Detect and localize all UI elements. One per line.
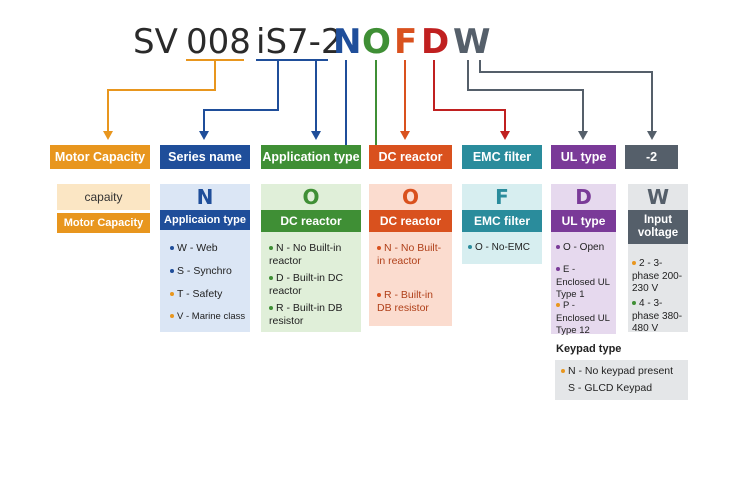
list-item: 2 - 3-phase 200-230 V: [632, 258, 683, 294]
list-item: O - Open: [556, 242, 614, 255]
header-series-name: Series name: [160, 145, 250, 169]
dc-column: O DC reactor N - No Built-in reactor R -…: [369, 184, 452, 326]
list-item: S - Synchro: [170, 265, 232, 278]
application-label: DC reactor: [261, 210, 361, 232]
capacity-top: capaity: [57, 184, 150, 210]
header-dc-reactor: DC reactor: [369, 145, 452, 169]
code-emc: F: [394, 22, 418, 62]
code-app: N: [333, 22, 362, 62]
code-capacity: 008: [186, 22, 251, 62]
emc-label: EMC filter: [462, 210, 542, 232]
capacity-label: Motor Capacity: [57, 213, 150, 233]
list-item: W - Web: [170, 242, 218, 255]
list-item: O - No-EMC: [468, 242, 530, 255]
list-item: E - Enclosed UL Type 1: [556, 264, 610, 300]
header-emc-filter: EMC filter: [462, 145, 542, 169]
list-item: N - No keypad present: [561, 365, 673, 378]
list-item: R - Built-in DB resistor: [269, 302, 343, 327]
list-item: D - Built-in DC reactor: [269, 272, 344, 297]
emc-letter: F: [495, 185, 509, 209]
capacity-column: capaity Motor Capacity: [57, 184, 150, 233]
ul-label: UL type: [551, 210, 616, 232]
ul-column: D UL type O - Open E - Enclosed UL Type …: [551, 184, 616, 336]
series-letter: N: [196, 185, 214, 209]
ul-letter: D: [575, 185, 592, 209]
dc-letter: O: [401, 185, 419, 209]
emc-column: F EMC filter O - No-EMC: [462, 184, 542, 264]
application-letter: O: [302, 185, 320, 209]
code-prefix: SV: [133, 22, 178, 62]
list-item: S - GLCD Keypad: [568, 382, 653, 394]
code-ul: D: [421, 22, 450, 62]
list-item: N - No Built-in reactor: [377, 242, 442, 267]
header-application-type: Application type: [261, 145, 361, 169]
header-voltage: -2: [625, 145, 678, 169]
keypad-box: N - No keypad present S - GLCD Keypad: [555, 360, 688, 400]
list-item: T - Safety: [170, 288, 222, 301]
header-ul-type: UL type: [551, 145, 616, 169]
dc-label: DC reactor: [369, 210, 452, 232]
voltage-column: W Input voltage 2 - 3-phase 200-230 V 4 …: [628, 184, 688, 334]
code-dc: O: [362, 22, 391, 62]
series-column: N Applicaion type W - Web S - Synchro T …: [160, 184, 250, 332]
header-motor-capacity: Motor Capacity: [50, 145, 150, 169]
application-column: O DC reactor N - No Built-in reactor D -…: [261, 184, 361, 332]
code-series: iS7-2: [256, 22, 343, 62]
voltage-label: Input voltage: [628, 210, 688, 244]
list-item: R - Built-in DB resistor: [377, 289, 434, 314]
voltage-letter: W: [646, 185, 670, 209]
list-item: 4 - 3-phase 380-480 V: [632, 298, 683, 334]
list-item: P - Enclosed UL Type 12: [556, 300, 610, 336]
keypad-title: Keypad type: [556, 343, 622, 355]
list-item: V - Marine class: [170, 311, 245, 324]
list-item: N - No Built-in reactor: [269, 242, 342, 267]
code-voltage: W: [453, 22, 491, 62]
series-label: Applicaion type: [160, 210, 250, 230]
